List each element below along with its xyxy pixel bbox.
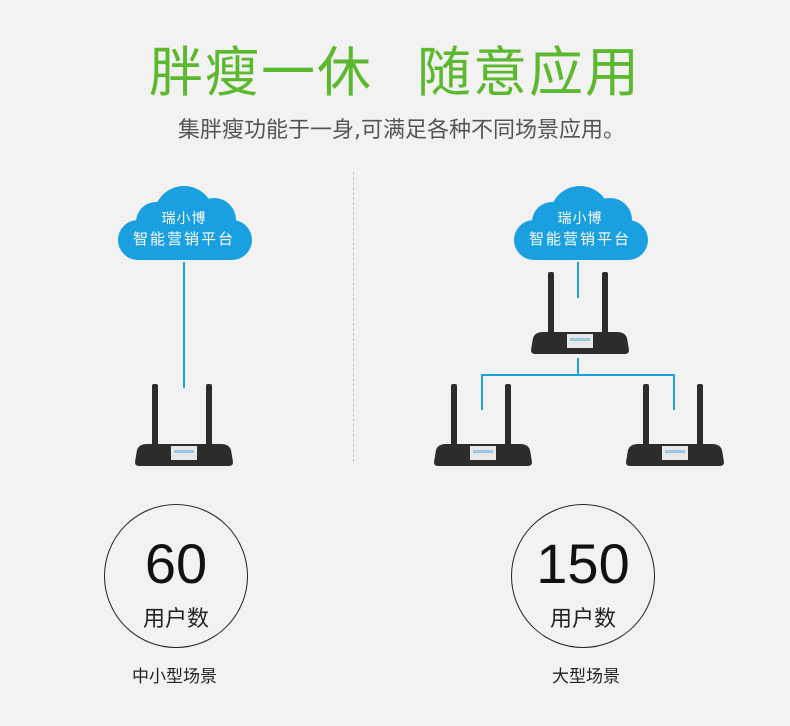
title-part-1: 胖瘦一休 [149, 41, 373, 104]
cloud-platform-text: 智能营销平台 [132, 230, 235, 248]
section-divider [353, 172, 354, 462]
right-router-left-icon [432, 382, 534, 472]
right-connection-line-top [577, 262, 579, 298]
right-scene-label: 大型场景 [552, 667, 620, 687]
right-connection-line-left-drop [481, 374, 483, 410]
right-user-label: 用户数 [549, 607, 616, 632]
cloud-brand-text: 瑞小博 [161, 211, 207, 227]
left-router-icon [133, 382, 235, 472]
left-user-count: 60 [144, 532, 208, 595]
left-scene-label: 中小型场景 [132, 667, 217, 687]
left-cloud-icon: 瑞小博 智能营销平台 [114, 184, 254, 264]
right-connection-line-mid [577, 358, 579, 376]
page-title: 胖瘦一休随意应用 [0, 28, 790, 107]
title-part-2: 随意应用 [417, 41, 641, 104]
page-subtitle: 集胖瘦功能于一身,可满足各种不同场景应用。 [178, 118, 625, 143]
right-router-right-icon [624, 382, 726, 472]
right-connection-line-horizontal [481, 374, 675, 376]
left-connection-line [183, 262, 185, 388]
right-user-count-circle: 150 用户数 [511, 504, 655, 648]
left-user-label: 用户数 [142, 607, 209, 632]
right-connection-line-right-drop [673, 374, 675, 410]
cloud-brand-text: 瑞小博 [557, 211, 603, 227]
right-cloud-icon: 瑞小博 智能营销平台 [510, 184, 650, 264]
cloud-platform-text: 智能营销平台 [528, 230, 631, 248]
right-user-count: 150 [536, 532, 630, 595]
right-router-top-icon [529, 270, 631, 360]
left-user-count-circle: 60 用户数 [104, 504, 248, 648]
